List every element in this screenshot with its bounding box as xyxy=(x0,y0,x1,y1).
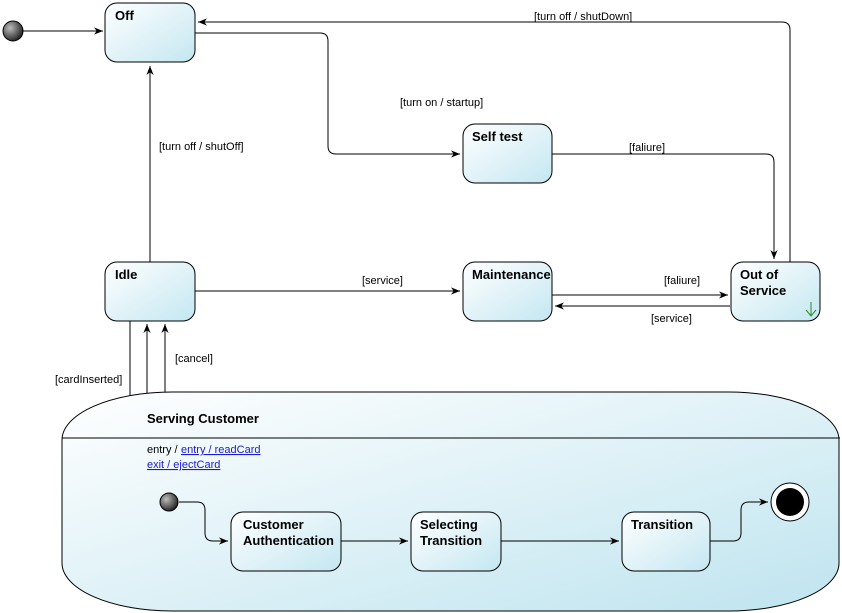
label-failure-selftest: [faliure] xyxy=(629,142,665,154)
state-transition-label: Transition xyxy=(631,517,693,532)
initial-pseudostate[interactable] xyxy=(2,20,24,42)
submachine-arrow-icon xyxy=(805,302,817,317)
state-off[interactable]: Off xyxy=(104,2,196,63)
edge-off-to-selftest xyxy=(195,32,460,158)
state-maintenance-label: Maintenance xyxy=(472,267,551,282)
label-cancel: [cancel] xyxy=(175,353,213,365)
entry-action-link[interactable]: entry / readCard xyxy=(181,444,260,456)
edge-selftest-to-outofservice xyxy=(552,153,778,259)
state-serving-customer[interactable]: Serving Customer entry / entry / readCar… xyxy=(61,391,840,612)
state-customer-authentication[interactable]: Customer Authentication xyxy=(230,511,342,572)
state-selecting-transition[interactable]: Selecting Transition xyxy=(410,511,502,572)
label-turn-on-startup: [turn on / startup] xyxy=(400,97,483,109)
label-service-idle: [service] xyxy=(362,275,403,287)
state-idle[interactable]: Idle xyxy=(104,261,196,322)
edge-transition-to-final xyxy=(710,498,768,542)
state-maintenance[interactable]: Maintenance xyxy=(462,261,553,322)
exit-action-link[interactable]: exit / ejectCard xyxy=(147,459,220,471)
state-serving-customer-label: Serving Customer xyxy=(147,411,259,426)
state-idle-label: Idle xyxy=(115,267,137,282)
inner-initial-pseudostate[interactable] xyxy=(159,492,179,512)
state-customer-authentication-label-1: Customer xyxy=(243,517,304,532)
state-off-label: Off xyxy=(115,8,134,23)
state-selecting-transition-label-2: Transition xyxy=(420,533,482,548)
state-self-test-label: Self test xyxy=(472,129,523,144)
label-turn-off-shutoff: [turn off / shutOff] xyxy=(159,141,244,153)
state-out-of-service[interactable]: Out of Service xyxy=(730,261,821,322)
state-self-test[interactable]: Self test xyxy=(462,123,553,184)
entry-prefix: entry / xyxy=(147,444,179,456)
state-selecting-transition-label-1: Selecting xyxy=(420,517,478,532)
final-state[interactable] xyxy=(770,482,810,522)
state-out-of-service-label-2: Service xyxy=(740,283,786,298)
state-out-of-service-label-1: Out of xyxy=(740,267,779,282)
label-card-inserted: [cardInserted] xyxy=(55,374,122,386)
state-customer-authentication-label-2: Authentication xyxy=(243,533,334,548)
edge-outofservice-to-off xyxy=(198,18,791,262)
label-turn-off-shutdown: [turn off / shutDown] xyxy=(534,11,632,23)
state-transition[interactable]: Transition xyxy=(621,511,711,572)
edge-inner-initial-to-auth xyxy=(179,501,228,545)
label-failure-maintenance: [faliure] xyxy=(664,275,700,287)
label-service-back: [service] xyxy=(651,313,692,325)
